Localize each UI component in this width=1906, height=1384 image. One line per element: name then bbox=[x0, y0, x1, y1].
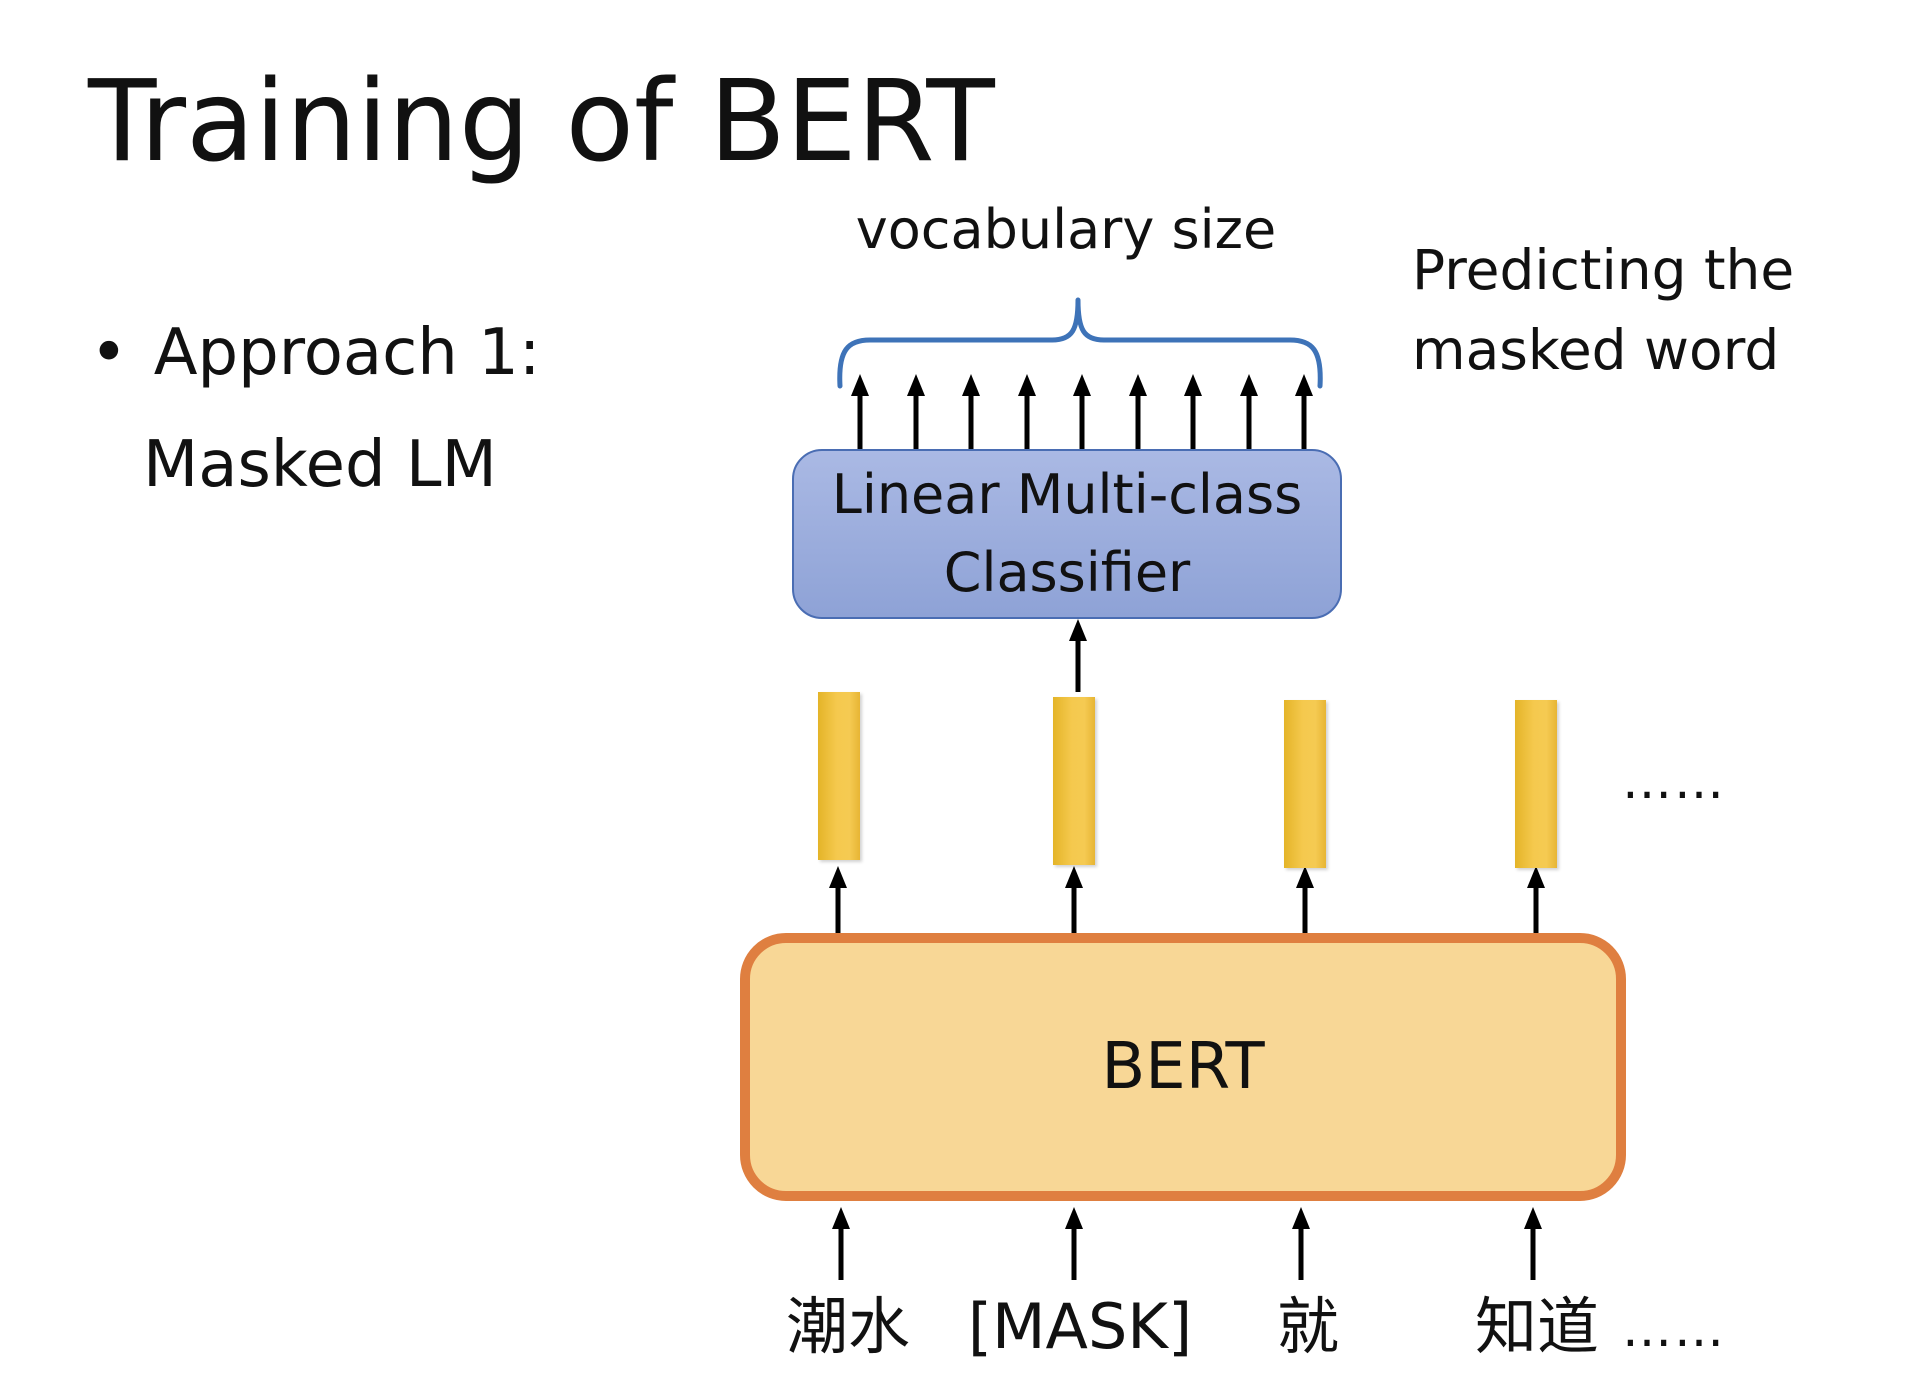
output-arrow bbox=[851, 374, 869, 450]
output-arrow bbox=[962, 374, 980, 450]
bullet-marker: • bbox=[90, 316, 128, 390]
vector-ellipsis: …… bbox=[1622, 752, 1726, 810]
slide-title: Training of BERT bbox=[88, 57, 995, 187]
bert-output-arrow bbox=[829, 866, 847, 940]
output-arrow bbox=[1129, 374, 1147, 450]
bullet-item: • Approach 1: bbox=[90, 308, 540, 398]
bullet-heading: Approach 1: bbox=[153, 316, 541, 390]
predicting-masked-word-label: Predicting the masked word bbox=[1412, 230, 1794, 390]
token-ellipsis: …… bbox=[1622, 1300, 1726, 1358]
predict-label-line1: Predicting the bbox=[1412, 238, 1795, 302]
predict-label-line2: masked word bbox=[1412, 318, 1780, 382]
token-input-arrow bbox=[832, 1207, 850, 1280]
token-input-arrow bbox=[1292, 1207, 1310, 1280]
bert-output-arrow bbox=[1296, 866, 1314, 940]
bert-output-arrow bbox=[1065, 866, 1083, 940]
classifier-label-line2: Classifier bbox=[943, 541, 1191, 604]
token-input-arrow bbox=[1065, 1207, 1083, 1280]
bert-model-box: BERT bbox=[740, 933, 1626, 1201]
output-arrow bbox=[1240, 374, 1258, 450]
output-vector-1 bbox=[818, 692, 860, 860]
token-input-arrow bbox=[1524, 1207, 1542, 1280]
masked-to-classifier-arrow bbox=[1069, 619, 1087, 692]
output-arrow bbox=[1184, 374, 1202, 450]
output-vector-3 bbox=[1284, 700, 1326, 868]
output-arrows bbox=[851, 374, 1313, 450]
bullet-subtext: Masked LM bbox=[143, 428, 497, 502]
output-arrow bbox=[907, 374, 925, 450]
output-arrow bbox=[1073, 374, 1091, 450]
classifier-label-line1: Linear Multi-class bbox=[831, 463, 1303, 526]
bert-label: BERT bbox=[1101, 1030, 1265, 1104]
linear-classifier-box: Linear Multi-class Classifier bbox=[792, 449, 1342, 619]
bert-output-arrow bbox=[1527, 866, 1545, 940]
output-arrow bbox=[1018, 374, 1036, 450]
vocabulary-brace bbox=[837, 297, 1323, 389]
connector-arrows bbox=[829, 619, 1545, 1280]
output-vector-4 bbox=[1515, 700, 1557, 868]
output-vector-masked bbox=[1053, 697, 1095, 865]
output-arrow bbox=[1295, 374, 1313, 450]
